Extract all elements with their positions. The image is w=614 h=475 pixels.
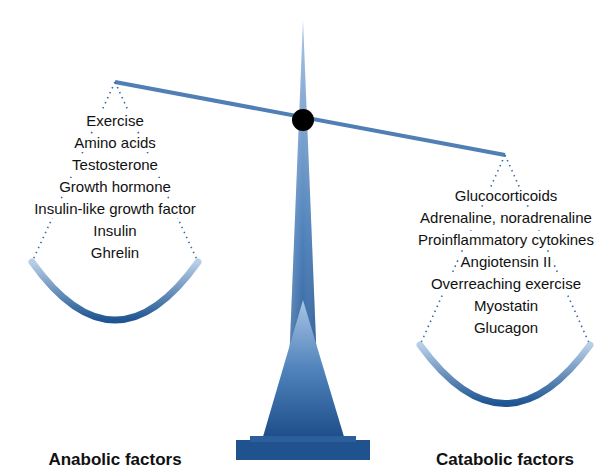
factor-item: Ghrelin (89, 244, 141, 262)
factor-item: Amino acids (72, 134, 158, 152)
factor-item: Proinflammatory cytokines (416, 231, 596, 249)
scale-pan (32, 262, 198, 320)
pivot (292, 109, 314, 131)
factor-item: Myostatin (472, 297, 540, 315)
factor-item: Overreaching exercise (429, 275, 583, 293)
pillar-base (236, 440, 370, 460)
factor-item: Insulin (91, 222, 138, 240)
factor-pan: ExerciseAmino acidsTestosteroneGrowth ho… (0, 112, 230, 266)
factor-item: Glucagon (472, 319, 540, 337)
factor-item: Testosterone (70, 156, 160, 174)
factor-item: Exercise (84, 112, 146, 130)
factor-item: Adrenaline, noradrenaline (418, 209, 594, 227)
group-heading: Catabolic factors (436, 450, 574, 470)
factor-item: Angiotensin II (459, 253, 554, 271)
factor-pan: GlucocorticoidsAdrenaline, noradrenaline… (398, 187, 614, 341)
scale-beam (115, 82, 505, 155)
pillar-foot (262, 300, 345, 440)
factor-item: Growth hormone (57, 178, 173, 196)
factor-item: Insulin-like growth factor (32, 200, 198, 218)
scale-pan (420, 345, 590, 404)
factor-item: Glucocorticoids (453, 187, 560, 205)
group-heading: Anabolic factors (48, 450, 181, 470)
pillar-base-top (250, 436, 356, 442)
